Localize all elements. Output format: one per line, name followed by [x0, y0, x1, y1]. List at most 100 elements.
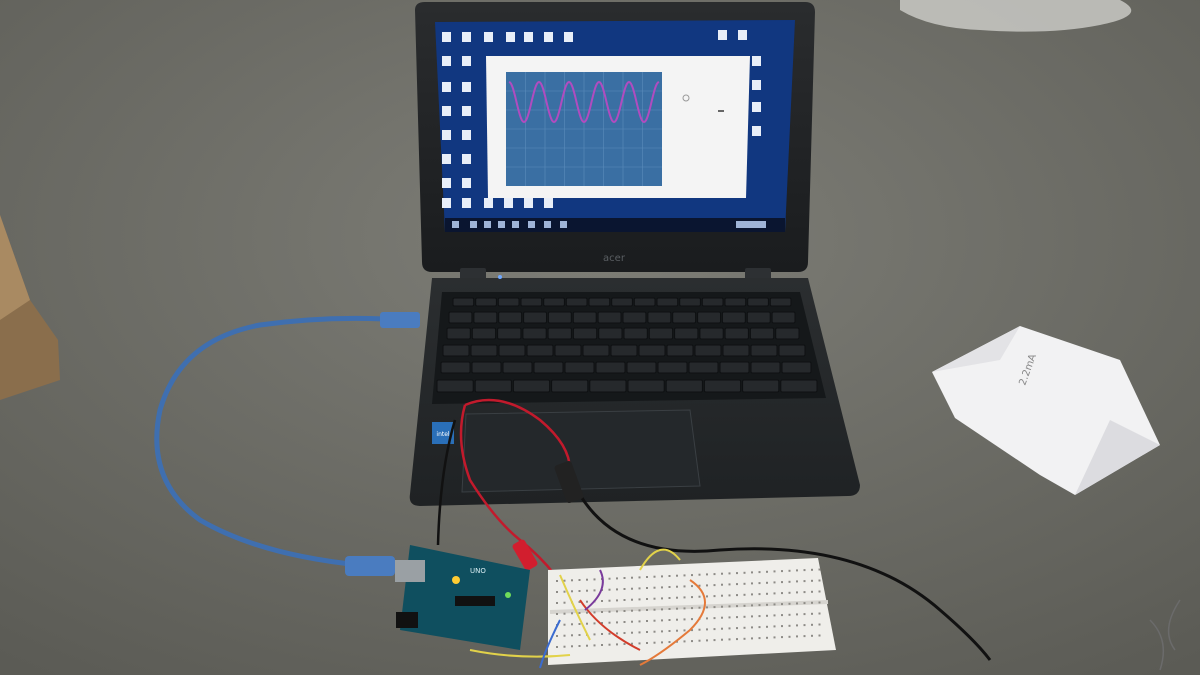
hole	[661, 641, 663, 644]
hole	[616, 588, 618, 591]
hole	[593, 611, 596, 614]
key	[746, 311, 771, 324]
hole	[743, 615, 746, 618]
hole	[586, 589, 588, 592]
hole	[781, 636, 783, 639]
key	[502, 361, 533, 374]
hole	[796, 613, 798, 616]
hole	[563, 634, 566, 637]
hole	[608, 588, 611, 591]
hole	[803, 613, 806, 616]
key	[497, 327, 522, 340]
hole	[668, 597, 671, 599]
hole	[728, 627, 731, 630]
probe-clip	[554, 460, 584, 504]
key	[647, 311, 672, 324]
plastic-bag	[900, 0, 1132, 32]
arduino-board: UNO	[395, 545, 530, 650]
hole	[706, 573, 708, 576]
hole	[556, 580, 558, 582]
intel-sticker	[432, 422, 454, 444]
hole	[818, 579, 821, 582]
hole	[736, 616, 738, 619]
hole	[773, 581, 776, 584]
hole	[623, 621, 626, 623]
key	[648, 327, 674, 340]
hole	[571, 590, 573, 593]
hole	[668, 608, 671, 610]
key	[475, 297, 497, 307]
hole	[691, 585, 693, 588]
hole	[653, 586, 656, 589]
hole	[661, 630, 663, 633]
key	[474, 379, 512, 393]
hole	[766, 625, 768, 628]
hole	[751, 593, 753, 596]
hole	[653, 575, 656, 578]
hole	[646, 609, 648, 611]
key	[750, 344, 778, 357]
key	[657, 361, 688, 374]
hole	[653, 641, 656, 644]
hole	[766, 570, 768, 573]
hole	[661, 575, 663, 578]
hole	[706, 628, 708, 631]
key	[448, 311, 473, 324]
key	[656, 297, 679, 307]
keys	[436, 297, 818, 393]
hole	[751, 626, 753, 629]
hole	[563, 612, 566, 615]
hole	[781, 592, 783, 595]
key	[572, 311, 597, 324]
hole	[758, 615, 761, 618]
oscilloscope-app-window	[486, 56, 750, 198]
hole	[818, 590, 821, 593]
power-led-green	[505, 592, 511, 598]
hole	[608, 599, 611, 602]
key	[627, 379, 665, 393]
hole	[788, 580, 791, 583]
hole	[646, 587, 648, 589]
taskbar	[445, 218, 785, 232]
key	[722, 344, 750, 357]
hole	[631, 631, 633, 634]
key	[633, 297, 656, 307]
key	[674, 327, 699, 340]
hole	[818, 634, 821, 637]
hole	[556, 635, 558, 637]
hole	[796, 635, 798, 638]
hole	[751, 604, 753, 607]
hole	[571, 623, 573, 626]
power-led	[498, 275, 502, 279]
hole	[751, 582, 753, 585]
key	[721, 311, 746, 324]
key	[666, 344, 694, 357]
key	[771, 311, 796, 324]
touchpad	[461, 409, 701, 493]
hole	[563, 579, 566, 582]
hole	[608, 643, 611, 646]
hole	[803, 602, 806, 605]
hole	[758, 626, 761, 629]
key	[551, 379, 589, 393]
key	[775, 327, 800, 340]
hole	[698, 595, 701, 598]
hole	[601, 644, 603, 646]
hole	[728, 572, 731, 575]
hole	[676, 629, 678, 632]
hole	[586, 578, 588, 581]
key	[565, 297, 588, 307]
hole	[638, 598, 641, 601]
hole	[601, 622, 603, 624]
folded-paper: 2.2mA	[932, 326, 1160, 495]
hole	[683, 596, 686, 599]
hole	[736, 638, 738, 641]
hole	[653, 608, 656, 611]
hole	[571, 645, 573, 648]
hole	[788, 602, 791, 605]
hole	[556, 646, 558, 648]
key	[547, 327, 572, 340]
hole	[691, 629, 693, 632]
hole	[721, 572, 723, 575]
hole	[586, 611, 588, 614]
